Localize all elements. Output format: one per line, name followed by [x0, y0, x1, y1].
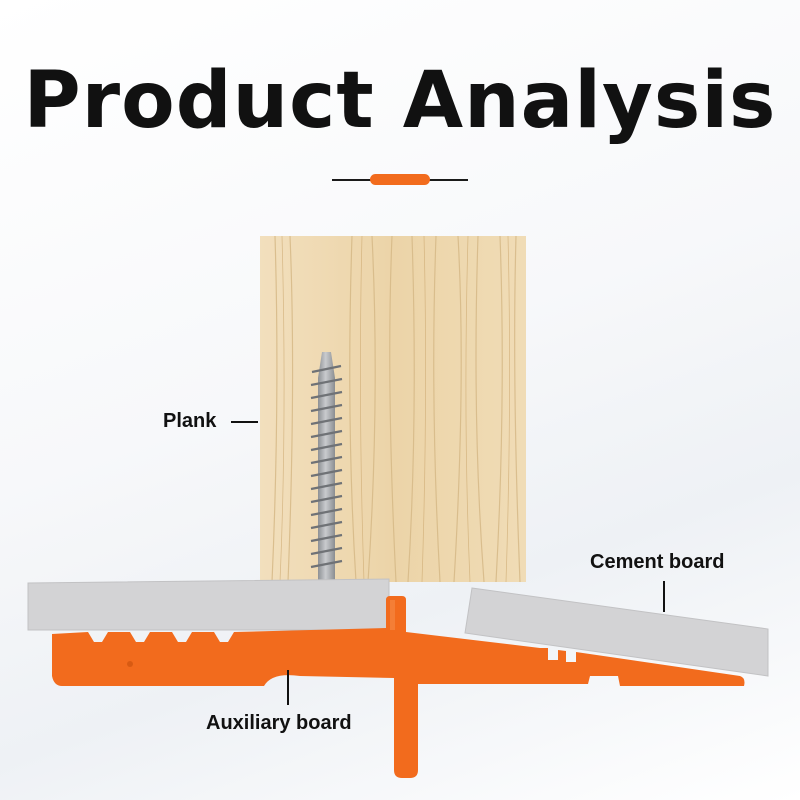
title-divider-right	[418, 179, 468, 181]
title-divider-left	[332, 179, 382, 181]
screw-threads	[310, 364, 343, 569]
auxiliary-board-label: Auxiliary board	[206, 712, 352, 734]
screw	[310, 352, 343, 582]
page-title: Product Analysis	[23, 56, 777, 146]
plank-label: Plank	[163, 410, 217, 432]
wood-grain	[271, 235, 521, 583]
cement-board-right	[464, 587, 769, 677]
auxiliary-board	[52, 596, 745, 778]
cement-board-left	[27, 578, 390, 631]
title-divider-accent	[370, 174, 430, 185]
cement-board-label: Cement board	[590, 551, 725, 573]
plank	[260, 235, 526, 583]
